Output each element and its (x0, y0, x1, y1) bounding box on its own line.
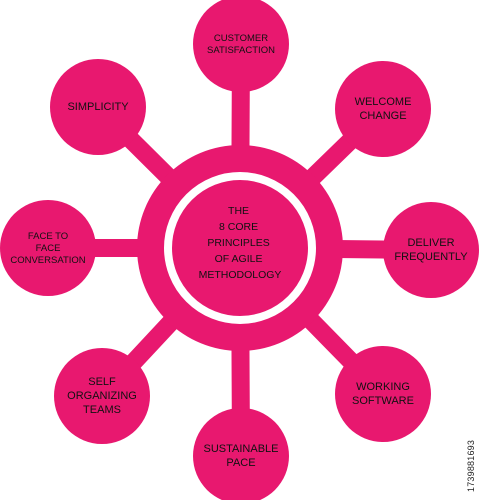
node-label-working-software: WORKING SOFTWARE (352, 381, 414, 407)
node-simplicity: SIMPLICITY (50, 59, 146, 155)
node-label-sustainable-pace: SUSTAINABLE PACE (204, 443, 279, 469)
node-label-simplicity: SIMPLICITY (67, 101, 129, 113)
node-circle-working-software (335, 346, 431, 442)
center-title-line-2: 8 CORE (219, 221, 258, 233)
node-label-line-deliver-frequently-2: FREQUENTLY (394, 251, 468, 263)
node-circle-face-to-face-conversation (0, 200, 96, 296)
node-label-line-welcome-change-1: WELCOME (355, 96, 412, 108)
center-title-line-1: THE (228, 205, 249, 217)
node-label-line-welcome-change-2: CHANGE (359, 110, 406, 122)
center-title: THE 8 CORE PRINCIPLES OF AGILE METHODOLO… (199, 205, 282, 281)
node-label-line-customer-satisfaction-1: CUSTOMER (214, 33, 268, 44)
node-circle-simplicity (50, 59, 146, 155)
node-circle-deliver-frequently (383, 202, 479, 298)
node-sustainable-pace: SUSTAINABLE PACE (193, 408, 289, 500)
center-title-line-4: OF AGILE (215, 253, 263, 265)
center-title-line-3: PRINCIPLES (207, 237, 269, 249)
node-circle-sustainable-pace (193, 408, 289, 500)
node-label-deliver-frequently: DELIVER FREQUENTLY (394, 237, 468, 263)
node-label-self-organizing-teams: SELF ORGANIZING TEAMS (67, 376, 137, 416)
node-label-line-face-to-face-conversation-1: FACE TO (28, 231, 68, 242)
node-deliver-frequently: DELIVER FREQUENTLY (383, 202, 479, 298)
node-label-line-working-software-1: WORKING (356, 381, 410, 393)
node-label-line-self-organizing-teams-1: SELF (88, 376, 116, 388)
node-label-line-sustainable-pace-1: SUSTAINABLE (204, 443, 279, 455)
node-label-line-simplicity-1: SIMPLICITY (67, 101, 129, 113)
node-self-organizing-teams: SELF ORGANIZING TEAMS (54, 348, 150, 444)
node-circle-self-organizing-teams (54, 348, 150, 444)
side-stock-id-label: 1739881693 (466, 439, 476, 492)
node-label-line-customer-satisfaction-2: SATISFACTION (207, 45, 275, 56)
node-label-line-deliver-frequently-1: DELIVER (407, 237, 454, 249)
node-welcome-change: WELCOME CHANGE (335, 61, 431, 157)
node-label-line-face-to-face-conversation-2: FACE (36, 243, 61, 254)
node-label-line-self-organizing-teams-3: TEAMS (83, 404, 121, 416)
node-label-line-working-software-2: SOFTWARE (352, 395, 414, 407)
node-circle-customer-satisfaction (193, 0, 289, 92)
node-working-software: WORKING SOFTWARE (335, 346, 431, 442)
node-label-welcome-change: WELCOME CHANGE (355, 96, 412, 122)
node-label-line-face-to-face-conversation-3: CONVERSATION (10, 255, 85, 266)
center-title-line-5: METHODOLOGY (199, 269, 282, 281)
node-circle-welcome-change (335, 61, 431, 157)
node-label-line-sustainable-pace-2: PACE (226, 457, 255, 469)
node-label-line-self-organizing-teams-2: ORGANIZING (67, 390, 137, 402)
hub-ring (164, 172, 316, 324)
